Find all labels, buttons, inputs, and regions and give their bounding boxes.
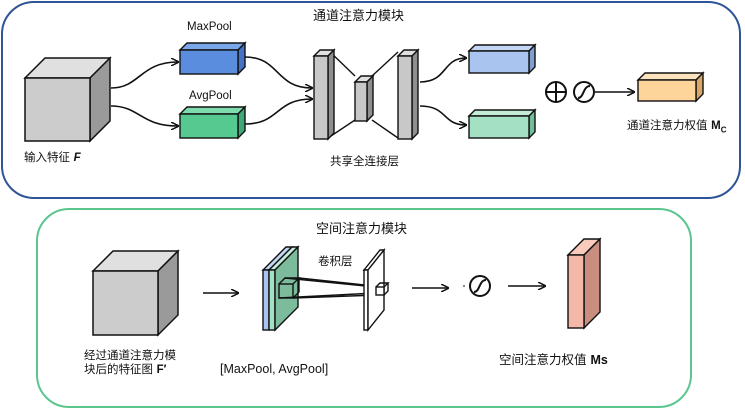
sigmoid-icon bbox=[573, 81, 595, 103]
spatial-attention-weight bbox=[566, 237, 602, 330]
arrow-mlp-to-top bbox=[419, 58, 466, 83]
refined-feature-line1: 经过通道注意力模 bbox=[84, 348, 176, 362]
mlp-output-avg bbox=[467, 108, 537, 140]
shared-mlp bbox=[312, 48, 420, 141]
channel-weight-subscript: C bbox=[720, 125, 727, 135]
arrow-to-maxpool bbox=[110, 62, 178, 89]
maxpool-vector bbox=[178, 41, 247, 76]
channel-weight-symbol-main: M bbox=[711, 120, 721, 132]
mlp-output-max bbox=[467, 43, 537, 75]
shared-fc-label: 共享全连接层 bbox=[330, 154, 399, 168]
input-feature-text: 输入特征 bbox=[24, 150, 70, 164]
refined-feature-cube bbox=[91, 249, 180, 337]
channel-weight-symbol: MC bbox=[711, 120, 727, 135]
arrow-maxpool-to-mlp bbox=[244, 56, 312, 88]
channel-attention-weight bbox=[636, 71, 705, 103]
avgpool-label: AvgPool bbox=[189, 90, 232, 102]
avgpool-vector bbox=[178, 105, 247, 140]
spatial-weight-text: 空间注意力权值 bbox=[499, 352, 587, 367]
sigmoid-icon bbox=[469, 275, 491, 297]
spatial-module-title: 空间注意力模块 bbox=[316, 222, 408, 237]
refined-feature-line2-text: 块后的特征图 bbox=[84, 361, 153, 376]
dot-marker bbox=[463, 285, 465, 287]
input-feature-symbol: F bbox=[73, 152, 81, 164]
refined-feature-label: 经过通道注意力模 块后的特征图 F′ bbox=[84, 348, 176, 378]
channel-weight-text: 通道注意力权值 bbox=[627, 118, 708, 132]
channel-weight-label: 通道注意力权值 MC bbox=[627, 118, 727, 135]
channel-module-title: 通道注意力模块 bbox=[313, 9, 405, 24]
refined-feature-symbol: F′ bbox=[156, 363, 167, 376]
input-feature-cube bbox=[23, 56, 112, 143]
spatial-weight-label: 空间注意力权值 Ms bbox=[499, 352, 608, 368]
arrow-avgpool-to-mlp bbox=[244, 99, 312, 125]
maxpool-label: MaxPool bbox=[187, 21, 232, 33]
conv-layer-label: 卷积层 bbox=[318, 254, 353, 268]
conv-output-map bbox=[362, 248, 390, 332]
circled-plus-icon bbox=[545, 81, 567, 103]
arrow-mlp-to-bottom bbox=[419, 105, 466, 125]
spatial-weight-symbol: Ms bbox=[590, 353, 608, 367]
pooled-label: [MaxPool, AvgPool] bbox=[220, 362, 329, 376]
refined-feature-line2: 块后的特征图 F′ bbox=[84, 361, 176, 378]
input-feature-label: 输入特征 F bbox=[24, 150, 81, 166]
arrow-to-avgpool bbox=[110, 105, 178, 126]
